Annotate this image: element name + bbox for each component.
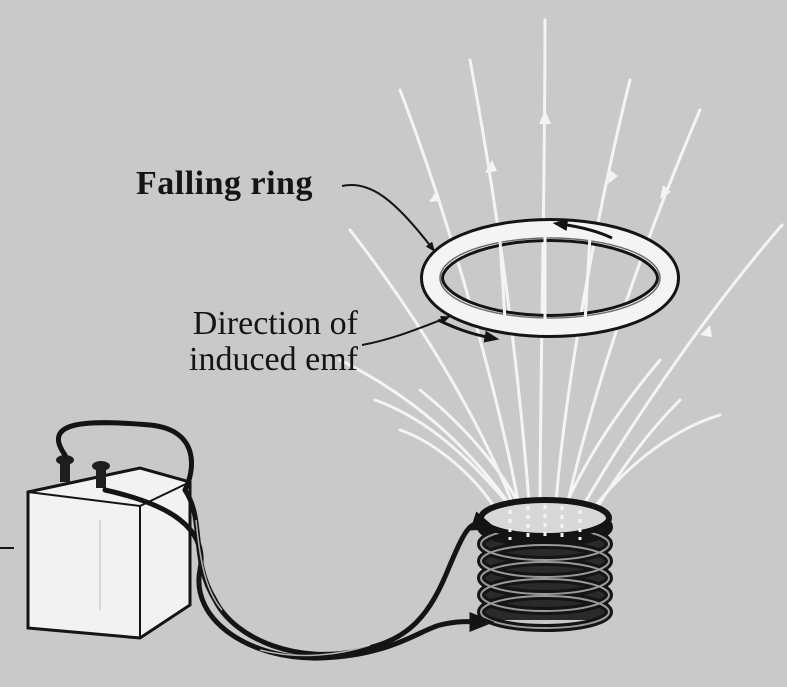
leader-lines — [341, 184, 451, 346]
battery-icon — [26, 455, 192, 640]
arrow-icon — [660, 185, 671, 199]
wire-loop — [56, 420, 195, 493]
falling-ring-label: Falling ring — [136, 165, 313, 202]
wire-b — [102, 487, 495, 661]
field-line — [553, 78, 632, 517]
field-arrows — [429, 110, 712, 337]
arrow-icon — [485, 160, 497, 173]
field-line — [588, 398, 682, 520]
emf-arrow-top — [552, 219, 613, 240]
direction-label-line2: induced emf — [189, 340, 358, 378]
wires — [56, 420, 497, 661]
direction-label: Direction of induced emf — [158, 306, 358, 377]
field-line — [468, 58, 532, 517]
field-line — [338, 358, 512, 507]
coil-icon — [477, 497, 613, 632]
field-line — [583, 413, 722, 522]
arrow-icon — [539, 110, 551, 124]
leader-direction — [361, 316, 451, 346]
field-line — [538, 18, 547, 522]
direction-label-line1: Direction of — [192, 305, 358, 342]
field-line — [373, 398, 507, 502]
field-line — [398, 428, 497, 510]
field-line — [573, 223, 784, 522]
ring-icon — [420, 218, 680, 338]
arrow-icon — [608, 170, 618, 184]
arrow-icon — [700, 325, 712, 337]
leader-falling-ring — [341, 184, 436, 252]
arrow-icon — [429, 190, 441, 202]
battery-terminals — [56, 455, 110, 488]
